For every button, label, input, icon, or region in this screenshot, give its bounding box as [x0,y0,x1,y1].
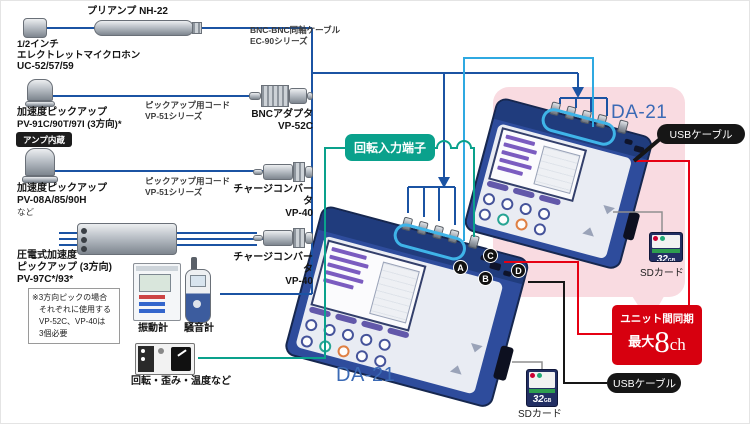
accel-pickup-1-label: 加速度ピックアップ PV-91C/90T/97I (3方向)* [17,107,122,130]
bnc-adapter-icon [249,85,313,107]
port-marker-a: A [454,261,467,274]
accel-pickup-2-icon [25,148,55,176]
device-back-label: DA-21 [611,102,668,123]
accel-pickup-2-label: 加速度ピックアップ PV-08A/85/90H など [17,183,107,217]
device-front-label: DA-21 [336,364,396,386]
vibration-meter-label: 振動計 [138,323,168,334]
accel-pickup-2-base-icon [22,176,58,183]
port-marker-c: C [484,249,497,262]
microphone-icon [23,18,47,38]
note-box: ※3方向ピックの場合 それぞれに使用する VP-52C、VP-40は 3個必要 [28,288,120,344]
sound-meter-icon [185,269,211,323]
sd-card-bottom-icon: 32GB [526,369,558,407]
triaxial-pickup-icon [77,223,177,255]
sd-card-bottom-label: SDカード [518,409,562,420]
charge-converter-1-icon [253,162,313,182]
arrow-down-front [438,177,450,188]
preamp-label: プリアンプ NH-22 [87,6,168,17]
charge-converter-2-icon [253,228,313,248]
vibration-meter-icon [133,263,181,321]
port-marker-d: D [512,264,525,277]
usb-cable-top-badge: USBケーブル [657,124,745,144]
sd-card-top-icon: 32GB [649,232,683,262]
sync-badge: ユニット間同期 最大8ch [612,305,702,365]
sd-card-top-label: SDカード [640,268,684,279]
preamp-icon [94,20,194,36]
usb-cable-bottom-badge: USBケーブル [607,373,681,393]
accel-pickup-1-icon [27,79,53,101]
arrow-down-back [572,87,584,98]
rotation-source-label: 回転・歪み・温度など [131,376,231,387]
microphone-label: 1/2インチ エレクトレットマイクロホン UC-52/57/59 [17,39,141,73]
piezo-pickup-label: 圧電式加速度 ピックアップ (3方向) PV-97C*/93* [17,250,112,285]
rotation-source-icon [135,343,195,375]
slm-mic-icon [191,257,197,271]
usb-cable-top-wire [632,137,662,163]
preamp-tip-icon [192,22,202,34]
accel-pickup-1-base-icon [25,101,55,107]
rotation-input-badge: 回転入力端子 [345,134,436,161]
amp-built-in-badge: アンプ内蔵 [16,132,72,147]
sound-meter-label: 騒音計 [184,323,214,334]
port-marker-b: B [479,272,492,285]
